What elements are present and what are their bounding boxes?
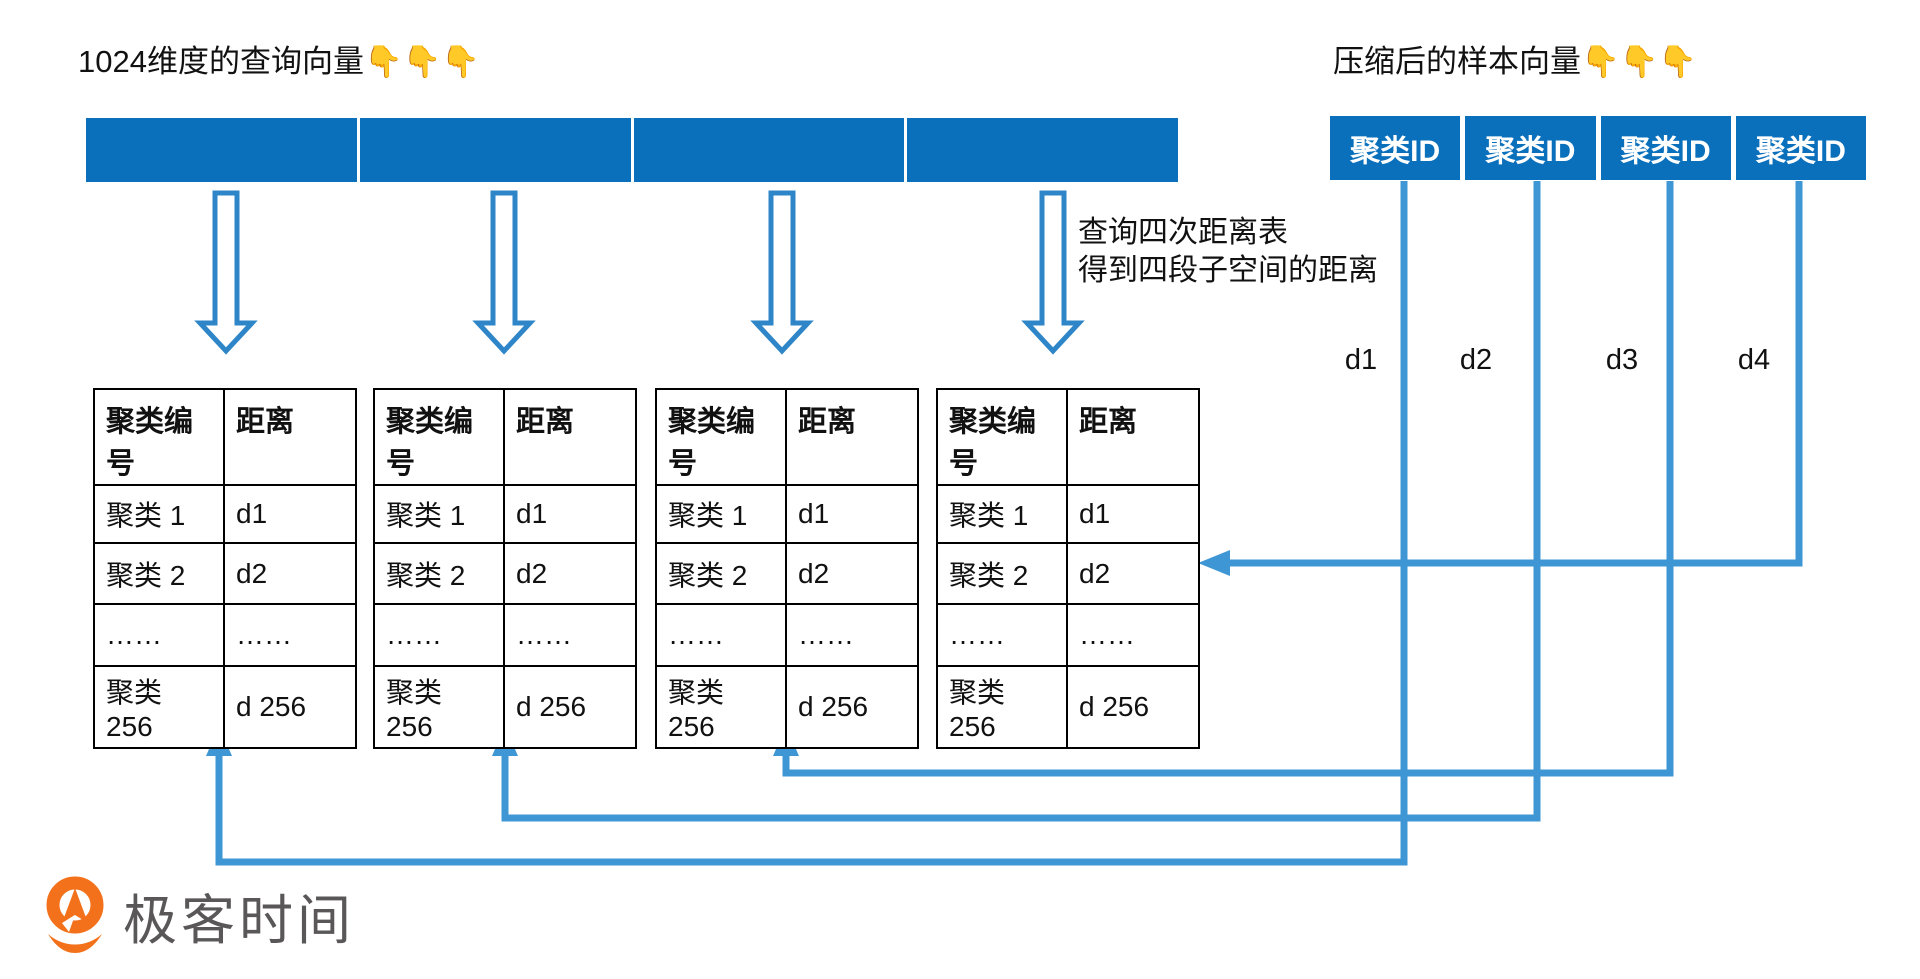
- logo-arrow-shape: [62, 888, 88, 923]
- annotation-line-1: 查询四次距离表: [1078, 216, 1288, 249]
- table-cell: d 256: [223, 665, 357, 749]
- table-cell: 距离: [785, 388, 919, 486]
- table-cell: d2: [223, 542, 357, 605]
- connector-arrowhead-left-4: [1198, 550, 1230, 576]
- table-cell: ……: [785, 603, 919, 667]
- table-cell: d2: [785, 542, 919, 605]
- annotation-text: 查询四次距离表 得到四段子空间的距离: [1078, 214, 1378, 290]
- table-row: …………: [373, 603, 637, 667]
- down-arrow-1: [194, 190, 258, 355]
- table-cell: ……: [936, 603, 1068, 667]
- table-cell: 距离: [1066, 388, 1200, 486]
- table-cell: 聚类 2: [655, 542, 787, 605]
- table-row: …………: [655, 603, 919, 667]
- table-cell: 聚类 256: [655, 665, 787, 749]
- table-cell: d1: [785, 484, 919, 544]
- table-cell: 聚类编 号: [655, 388, 787, 486]
- table-cell: 聚类编 号: [373, 388, 505, 486]
- table-cell: 聚类 1: [93, 484, 225, 544]
- table-cell: 距离: [223, 388, 357, 486]
- cluster-id-cell: 聚类ID: [1465, 116, 1596, 180]
- cluster-id-cell: 聚类ID: [1600, 116, 1731, 180]
- table-cell: ……: [373, 603, 505, 667]
- table-cell: ……: [223, 603, 357, 667]
- sample-vector-title: 压缩后的样本向量👇👇👇: [1333, 44, 1697, 79]
- table-cell: ……: [503, 603, 637, 667]
- table-cell: d 256: [503, 665, 637, 749]
- down-arrow-4: [1021, 190, 1085, 355]
- table-cell: d1: [223, 484, 357, 544]
- table-cell: 距离: [503, 388, 637, 486]
- down-arrow-3: [750, 190, 814, 355]
- geektime-logo: 极客时间: [43, 872, 355, 958]
- query-vector-segment: [86, 118, 357, 182]
- table-cell: 聚类 1: [936, 484, 1068, 544]
- table-cell: 聚类 2: [936, 542, 1068, 605]
- query-vector-title: 1024维度的查询向量👇👇👇: [78, 44, 480, 79]
- table-cell: 聚类 2: [373, 542, 505, 605]
- geektime-logo-icon: [46, 876, 104, 953]
- query-vector-segment: [907, 118, 1178, 182]
- distance-label-d4: d4: [1737, 344, 1771, 376]
- table-cell: ……: [93, 603, 225, 667]
- geektime-logo-text: 极客时间: [123, 890, 355, 951]
- distance-label-d3: d3: [1605, 344, 1639, 376]
- table-cell: 聚类 256: [373, 665, 505, 749]
- cluster-id-cell: 聚类ID: [1330, 116, 1461, 180]
- table-header-row: 聚类编 号距离: [655, 388, 919, 486]
- query-vector-segment: [359, 118, 631, 182]
- logo-pin-base-shape: [48, 934, 102, 953]
- table-cell: ……: [1066, 603, 1200, 667]
- distance-label-d2: d2: [1459, 344, 1493, 376]
- table-cell: 聚类编 号: [936, 388, 1068, 486]
- table-cell: 聚类 1: [655, 484, 787, 544]
- table-header-row: 聚类编 号距离: [936, 388, 1200, 486]
- table-cell: 聚类 256: [936, 665, 1068, 749]
- cluster-id-cell: 聚类ID: [1735, 116, 1866, 180]
- table-cell: 聚类编 号: [93, 388, 225, 486]
- query-vector-bar: [86, 118, 1178, 182]
- table-cell: d2: [503, 542, 637, 605]
- table-cell: d 256: [785, 665, 919, 749]
- table-cell: d1: [503, 484, 637, 544]
- logo-notch-shape: [62, 915, 75, 932]
- table-cell: 聚类 256: [93, 665, 225, 749]
- table-cell: 聚类 2: [93, 542, 225, 605]
- table-row: …………: [93, 603, 357, 667]
- table-cell: ……: [655, 603, 787, 667]
- annotation-line-2: 得到四段子空间的距离: [1078, 254, 1378, 287]
- distance-label-d1: d1: [1344, 344, 1378, 376]
- table-cell: 聚类 1: [373, 484, 505, 544]
- table-cell: d 256: [1066, 665, 1200, 749]
- table-cell: d2: [1066, 542, 1200, 605]
- table-header-row: 聚类编 号距离: [93, 388, 357, 486]
- table-header-row: 聚类编 号距离: [373, 388, 637, 486]
- down-arrow-2: [472, 190, 536, 355]
- query-vector-segment: [633, 118, 905, 182]
- table-cell: d1: [1066, 484, 1200, 544]
- table-row: …………: [936, 603, 1200, 667]
